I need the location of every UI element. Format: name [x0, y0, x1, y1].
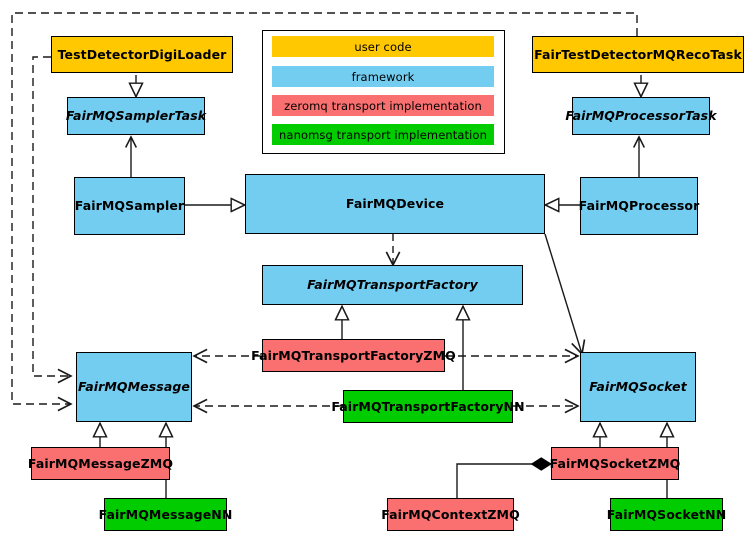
legend-label: framework	[351, 69, 415, 84]
class-label: FairTestDetectorMQRecoTask	[534, 46, 742, 62]
class-label: FairMQSocketZMQ	[549, 455, 681, 471]
legend-label: zeromq transport implementation	[284, 98, 482, 113]
class-label: FairMQContextZMQ	[381, 506, 520, 522]
class-label: FairMQSocketNN	[606, 506, 727, 522]
class-node-fairmqsocketzmq[interactable]: FairMQSocketZMQ	[549, 447, 681, 480]
edge-recotask-to-message	[11, 12, 638, 404]
class-node-fairmqtransportfactorynn[interactable]: FairMQTransportFactoryNN	[331, 390, 525, 423]
legend-label: nanomsg transport implementation	[279, 127, 487, 142]
class-node-fairmqtransportfactoryzmq[interactable]: FairMQTransportFactoryZMQ	[251, 339, 456, 372]
class-label: FairMQMessage	[77, 379, 190, 395]
class-node-fairmqmessagenn[interactable]: FairMQMessageNN	[99, 498, 232, 531]
class-node-fairmqprocessor[interactable]: FairMQProcessor	[578, 177, 700, 235]
class-node-fairmqsocket[interactable]: FairMQSocket	[580, 352, 696, 422]
legend-item-framework: framework	[272, 66, 494, 87]
class-label: FairMQProcessorTask	[565, 108, 717, 124]
class-label: FairMQMessageNN	[98, 506, 233, 522]
class-label: FairMQTransportFactoryNN	[331, 398, 525, 414]
class-label: FairMQDevice	[345, 196, 445, 212]
edge-contextzmq-to-socketzmq	[456, 464, 551, 498]
class-label: FairMQProcessor	[578, 198, 700, 214]
class-node-fairmqdevice[interactable]: FairMQDevice	[245, 174, 545, 234]
class-label: FairMQMessageZMQ	[27, 455, 174, 471]
class-node-fairmqtransportfactory[interactable]: FairMQTransportFactory	[262, 265, 523, 305]
class-node-testdetectordigiloader[interactable]: TestDetectorDigiLoader	[51, 36, 233, 73]
class-label: TestDetectorDigiLoader	[57, 46, 227, 62]
edge-digiloader-to-message	[32, 56, 71, 376]
class-node-fairmqcontextzmq[interactable]: FairMQContextZMQ	[381, 498, 520, 531]
class-label: FairMQTransportFactory	[307, 277, 478, 293]
legend-item-nanomsg: nanomsg transport implementation	[272, 124, 494, 145]
class-label: FairMQTransportFactoryZMQ	[251, 347, 456, 363]
class-node-fairtestdetectormqrecotask[interactable]: FairTestDetectorMQRecoTask	[532, 36, 744, 73]
legend-item-zeromq: zeromq transport implementation	[272, 95, 494, 116]
class-node-fairmqmessage[interactable]: FairMQMessage	[76, 352, 192, 422]
class-label: FairMQSamplerTask	[65, 108, 207, 124]
class-node-fairmqprocessortask[interactable]: FairMQProcessorTask	[565, 97, 717, 135]
class-label: FairMQSampler	[74, 198, 185, 214]
legend-label: user code	[354, 39, 412, 54]
legend-item-user-code: user code	[272, 36, 494, 57]
class-node-fairmqsocketnn[interactable]: FairMQSocketNN	[607, 498, 726, 531]
class-node-fairmqsamplertask[interactable]: FairMQSamplerTask	[65, 97, 207, 135]
edge-device-to-socket	[544, 233, 582, 354]
class-node-fairmqsampler[interactable]: FairMQSampler	[74, 177, 185, 235]
class-label: FairMQSocket	[589, 379, 687, 395]
class-node-fairmqmessagezmq[interactable]: FairMQMessageZMQ	[27, 447, 174, 480]
